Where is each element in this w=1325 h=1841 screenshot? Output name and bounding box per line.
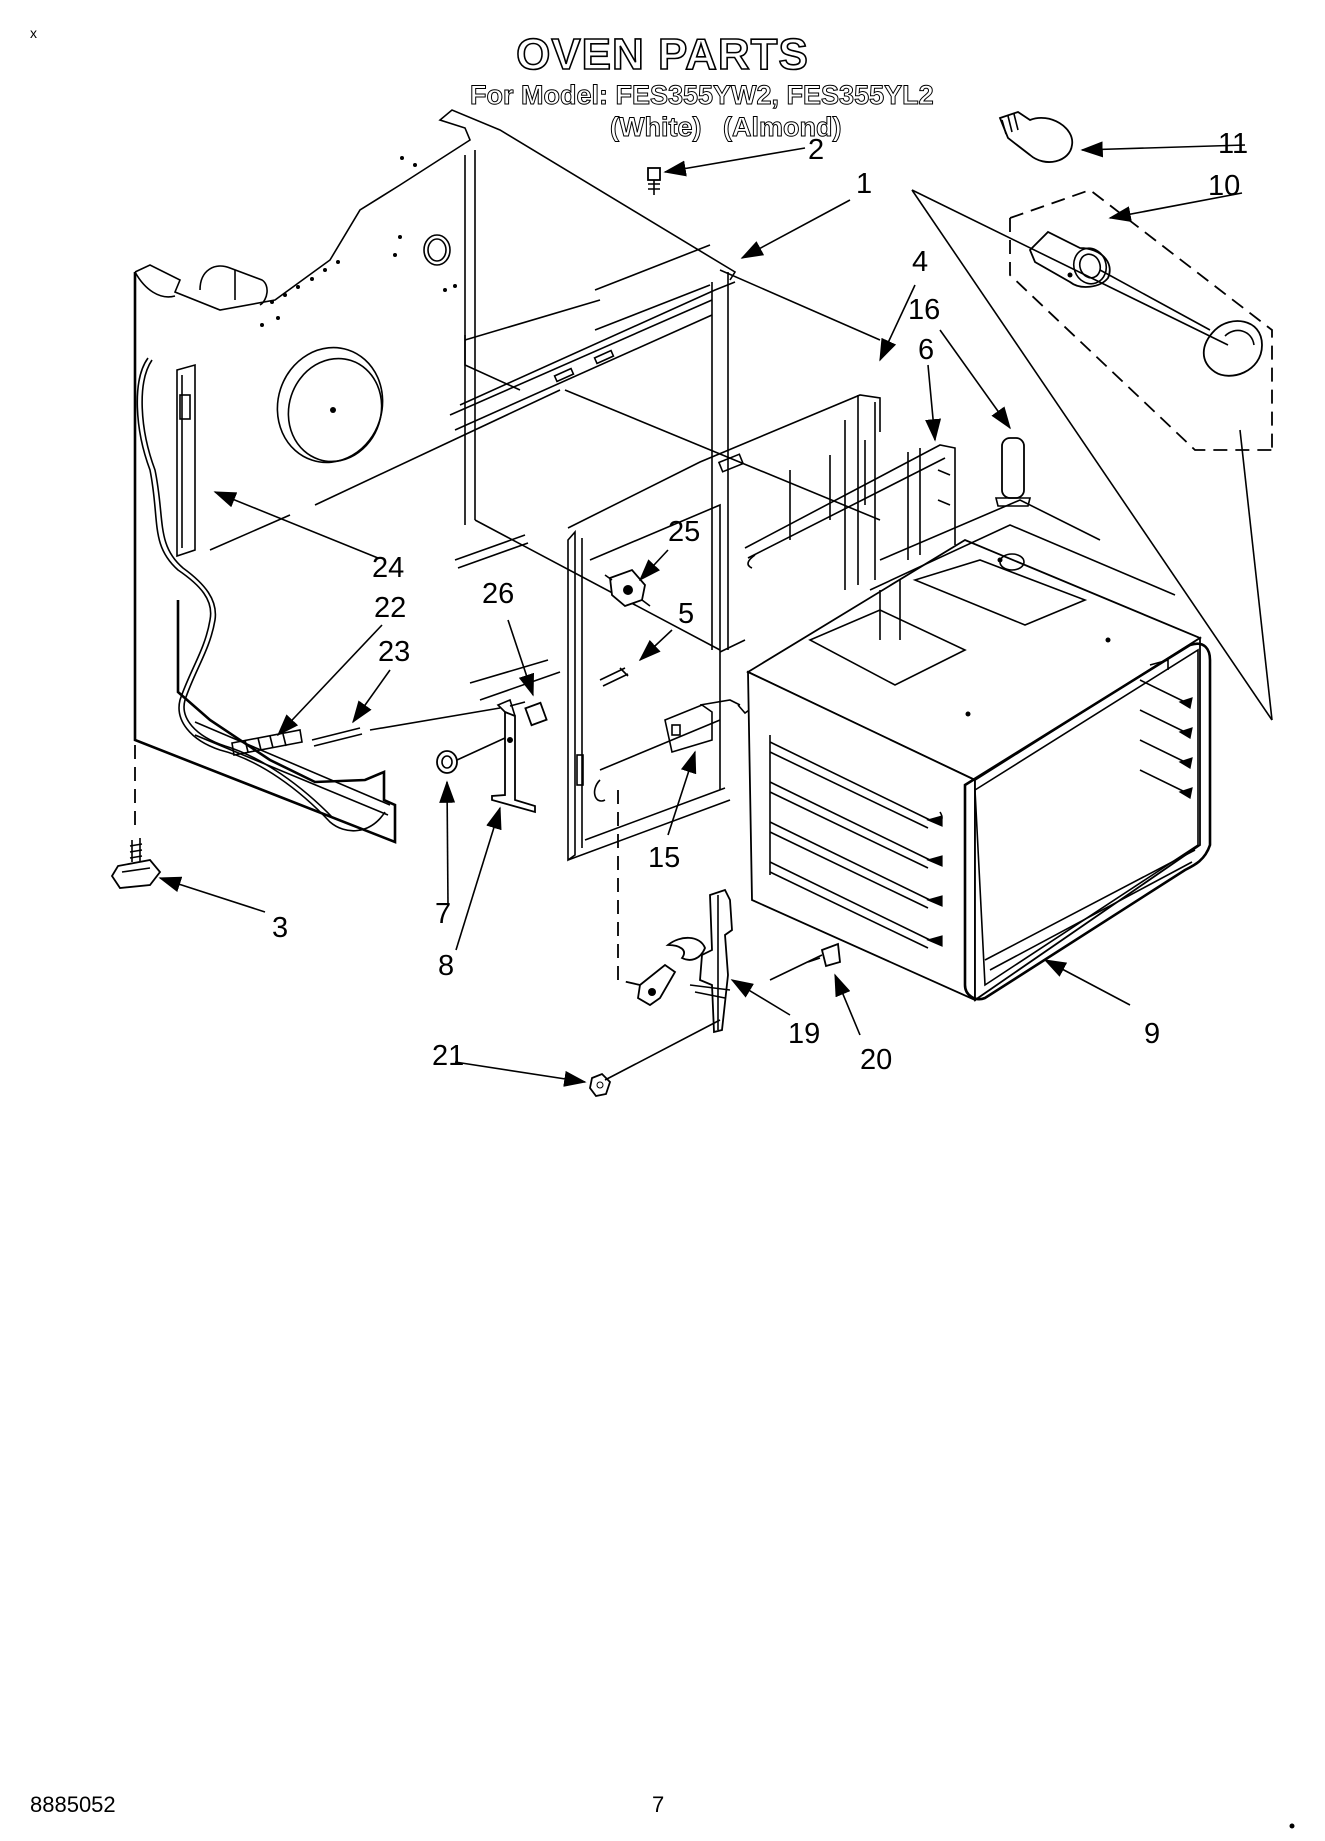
part-label-11: 11 xyxy=(1218,128,1249,160)
part-21-nut xyxy=(589,1072,612,1097)
part-label-25: 25 xyxy=(668,516,701,548)
callout-arrows xyxy=(158,141,1246,1087)
part-25-switch xyxy=(604,568,651,608)
part-5-pin xyxy=(599,667,629,687)
part-label-9: 9 xyxy=(1144,1018,1161,1050)
color-almond: (Almond) xyxy=(722,112,842,143)
part-label-21: 21 xyxy=(432,1040,465,1072)
part-label-5: 5 xyxy=(678,598,695,630)
part-7-grommet xyxy=(436,737,506,774)
part-label-20: 20 xyxy=(860,1044,893,1076)
part-26-spacer xyxy=(524,701,548,727)
part-22-23 xyxy=(231,701,526,756)
part-label-8: 8 xyxy=(438,950,455,982)
part-label-16: 16 xyxy=(908,294,941,326)
part-label-19: 19 xyxy=(788,1018,821,1050)
part-label-3: 3 xyxy=(272,912,289,944)
page-title: OVEN PARTS xyxy=(515,29,809,80)
part-2-screw xyxy=(647,167,661,195)
part-8-bracket xyxy=(491,698,536,814)
part-11-bulb xyxy=(998,111,1073,163)
part-16-sensor xyxy=(994,437,1032,507)
part-3-leveling-leg xyxy=(110,838,162,889)
part-label-15: 15 xyxy=(648,842,681,874)
part-label-7: 7 xyxy=(435,898,452,930)
page-number: 7 xyxy=(652,1792,665,1817)
front-frame xyxy=(567,394,881,862)
part-label-1: 1 xyxy=(856,168,873,200)
doc-number: 8885052 xyxy=(30,1792,116,1817)
part-label-6: 6 xyxy=(918,334,935,366)
model-line: For Model: FES355YW2, FES355YL2 xyxy=(470,80,935,111)
svg-text:x: x xyxy=(30,25,37,41)
rack-support xyxy=(744,440,956,569)
part-label-23: 23 xyxy=(378,636,411,668)
color-variants: (White) (Almond) xyxy=(609,112,855,143)
part-10-light-assembly xyxy=(1009,188,1273,451)
part-19-latch xyxy=(637,888,733,1034)
part-label-22: 22 xyxy=(374,592,407,624)
part-label-24: 24 xyxy=(372,552,405,584)
part-20-screw xyxy=(807,942,841,968)
part-label-2: 2 xyxy=(808,134,825,166)
color-white: (White) xyxy=(609,112,702,143)
part-label-10: 10 xyxy=(1208,170,1241,202)
oven-chassis xyxy=(133,109,881,844)
oven-liner xyxy=(746,499,1212,1002)
part-label-4: 4 xyxy=(912,246,929,278)
part-label-26: 26 xyxy=(482,578,515,610)
